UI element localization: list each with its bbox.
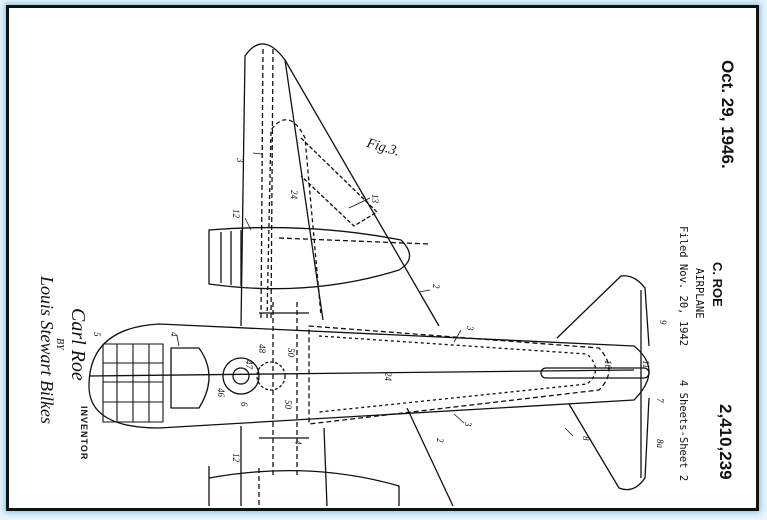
ref-numeral: 4 [169, 332, 179, 337]
ref-numeral: 12 [231, 209, 241, 218]
ref-numeral: 10 [603, 360, 613, 369]
engine-hub [232, 367, 250, 385]
ref-numeral: 3 [463, 422, 473, 427]
upper-wing-outline [240, 43, 324, 327]
patent-date: Oct. 29, 1946. [718, 60, 737, 169]
ref-numeral: 3 [465, 326, 475, 331]
ref-numeral: 2 [431, 284, 441, 289]
inventor-label: INVENTOR [79, 406, 89, 461]
upper-wing-flap [300, 137, 378, 227]
upper-wing-spar [260, 47, 264, 319]
ref-numeral: 50 [283, 400, 293, 409]
cockpit-window-grid [102, 343, 164, 423]
ref-numeral: 7 [655, 398, 665, 403]
upper-nacelle-outline [208, 226, 411, 290]
ref-numeral: 24 [289, 190, 299, 199]
ref-numeral: 48 [257, 344, 267, 353]
lower-wing-trailing-edge [323, 427, 328, 507]
ref-numeral: 11 [641, 360, 651, 369]
upper-wing-trailing-edge [284, 59, 440, 327]
ref-numeral: 46 [216, 388, 226, 397]
cockpit-canopy [170, 347, 210, 409]
lower-nacelle-outline [208, 470, 400, 506]
fuselage-tail-slot [540, 367, 650, 379]
patent-filed-date: Filed Nov. 20, 1942 [677, 226, 689, 347]
leader-lines [176, 152, 574, 437]
upper-stabilizer [556, 275, 650, 347]
ref-numeral: 5 [92, 332, 102, 337]
ref-numeral: 4 [293, 440, 303, 445]
patent-drawing-frame: 3 24 12 13 2 5 4 46 47 48 50 6 9 10 11 7… [6, 5, 759, 511]
ref-numeral: 2 [435, 438, 445, 443]
fuselage-inner-dashed-2 [318, 335, 597, 413]
upper-wing-chord [278, 237, 430, 245]
engine-circle [222, 357, 260, 395]
propeller-arc [256, 361, 286, 391]
ref-numeral: 9 [658, 320, 668, 325]
upper-wing-inner-panel [266, 119, 322, 319]
fuselage-inner-dashed [308, 325, 610, 425]
ref-numeral: 3 [235, 158, 245, 163]
patent-sheets: 4 Sheets-Sheet 2 [677, 380, 689, 482]
lower-wing-sweep [406, 407, 454, 507]
ref-numeral: 24 [383, 372, 393, 381]
ref-numeral: 8a [655, 439, 665, 448]
attorney-signature: Louis Stewart Bilkes [37, 276, 57, 424]
fuselage-centerline [88, 369, 635, 377]
upper-wing-spar-2 [270, 47, 274, 319]
ref-numeral: 47 [244, 360, 254, 369]
inventor-signature: Carl Roe [67, 308, 89, 381]
ref-numeral: 12 [231, 453, 241, 462]
ref-numeral: 13 [370, 194, 380, 203]
patent-inventor-name: C. ROE [710, 262, 725, 307]
ref-numeral: 50 [286, 348, 296, 357]
ref-numeral: 6 [239, 402, 249, 407]
patent-number: 2,410,239 [716, 404, 735, 480]
airplane-drawing [88, 43, 650, 507]
lower-stabilizer [568, 397, 650, 491]
ref-numeral: 8 [581, 436, 591, 441]
patent-title: AIRPLANE [693, 268, 705, 319]
